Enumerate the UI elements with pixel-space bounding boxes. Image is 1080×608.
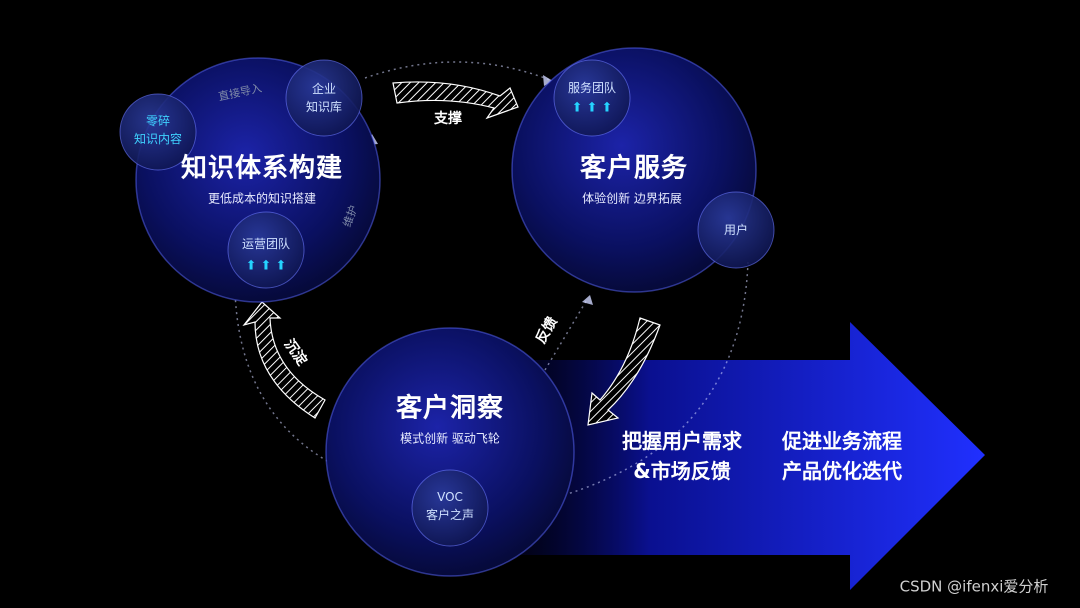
node-service-team-circle xyxy=(553,59,631,137)
node-fragment-circle xyxy=(119,93,197,171)
path-feedback xyxy=(544,297,589,371)
insight-subtitle: 模式创新 驱动飞轮 xyxy=(400,431,500,446)
service-title: 客户服务 xyxy=(579,153,689,184)
node-ops-team-label: 运营团队 xyxy=(241,237,291,251)
node-user-circle xyxy=(697,191,775,269)
big-arrow xyxy=(470,322,985,590)
sediment-arrow-shape xyxy=(242,301,326,419)
watermark: CSDN @ifenxi爱分析 xyxy=(899,577,1049,596)
circle-insight xyxy=(325,327,575,577)
node-ops-team-circle xyxy=(227,211,305,289)
service-subtitle: 体验创新 边界拓展 xyxy=(582,191,682,206)
node-enterprise-label: 企业 知识库 xyxy=(305,82,343,114)
path-top xyxy=(364,61,551,81)
knowledge-subtitle: 更低成本的知识搭建 xyxy=(207,191,317,206)
node-service-team-label: 服务团队 xyxy=(567,81,617,95)
ops-team-up-arrows: ⬆⬆⬆ xyxy=(245,258,291,274)
right-text-market: 把握用户需求 &市场反馈 xyxy=(622,429,742,483)
node-fragment-label: 零碎 知识内容 xyxy=(133,114,183,146)
service-team-up-arrows: ⬆⬆⬆ xyxy=(571,100,617,116)
right-text-business: 促进业务流程 产品优化迭代 xyxy=(782,429,902,483)
support-label: 支撑 xyxy=(434,111,462,127)
node-user-label: 用户 xyxy=(723,223,749,237)
knowledge-title: 知识体系构建 xyxy=(180,153,344,184)
node-enterprise-circle xyxy=(285,59,363,137)
node-voc-circle xyxy=(411,469,489,547)
insight-title: 客户洞察 xyxy=(395,393,505,424)
support-arrow-shape xyxy=(392,81,519,120)
node-voc-label: VOC 客户之声 xyxy=(425,490,475,522)
feedback-down-arrow-shape xyxy=(587,317,661,426)
